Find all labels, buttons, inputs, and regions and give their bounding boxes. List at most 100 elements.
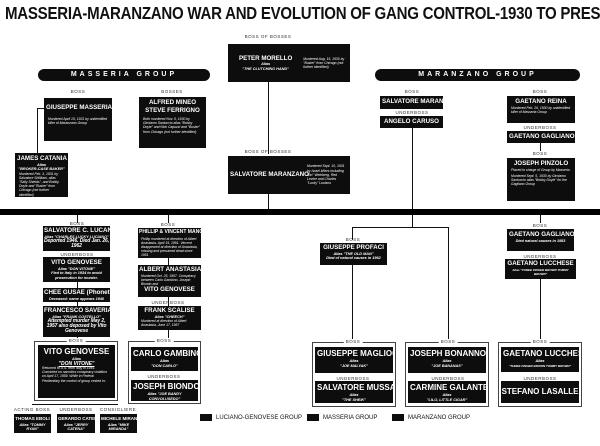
legend-label: MARANZANO GROUP (408, 414, 471, 421)
connector-line (412, 215, 413, 227)
name: CARMINE GALANTE (410, 383, 486, 392)
connector-line (37, 108, 38, 153)
note: Returned to U.S. from Italy in 1945. Con… (42, 366, 107, 383)
note: Murdered Feb. 3, 1931 by Salvatore Shill… (19, 171, 59, 197)
alias: "DON CARLO" (151, 363, 178, 368)
rank-label: UNDERBOSS (59, 407, 93, 412)
name: JOSEPH BONANNO (410, 349, 486, 358)
name: FRANCESCO SAVERIA (44, 307, 110, 314)
note: Died of natural causes in 1962 (326, 256, 381, 260)
alias: "DON VITONE" (58, 360, 95, 367)
alias-label: Alias (71, 357, 82, 361)
alias: Alias "THE OLD MAN" (333, 251, 374, 256)
name: JOSEPH PINZOLO (513, 160, 569, 167)
name: GIUSEPPE MASSERIA (46, 104, 112, 111)
name: JAMES CATANIA (17, 155, 67, 162)
alias-label: Alias (349, 359, 359, 363)
legend-label: MASSERIA GROUP (323, 414, 378, 421)
name: MICHELE MIRANDA (101, 416, 137, 421)
box-salvatore-maranzano: SALVATORE MARANZANO (380, 96, 443, 109)
note: Murdered at direction of Albert Anastasi… (141, 319, 187, 328)
rank-label: BOSS (154, 338, 174, 343)
alias-label: Alias (159, 359, 170, 363)
name: SALVATORE MARANZANO (230, 171, 309, 179)
name: STEVE FERRIGNO (145, 106, 200, 114)
note: Fled to Italy in 1934 to avoid prosecuti… (51, 271, 102, 280)
alias-label: Alias (442, 393, 452, 397)
name: VITO GENOVESE (43, 347, 110, 356)
alias: Alias "CHEECH" (154, 314, 185, 319)
note: Died natural causes in 1953 (515, 238, 566, 243)
rank-label: UNDERBOSS (151, 300, 185, 305)
name: JOSEPH BIONDO (133, 382, 198, 391)
box-phillip-vincent-mangano: PHILLIP & VINCENT MANGANOPhillip murdere… (138, 228, 201, 258)
rank-label: BOSS (404, 89, 420, 94)
connector-line (268, 82, 269, 154)
box-giuseppe-magliocco: GIUSEPPE MAGLIOCCOAlias"JOE MALYAK" (315, 347, 393, 373)
note: Murdered Feb. 26, 1930 by unidentified k… (511, 105, 571, 114)
legend-item: MASSERIA GROUP (307, 414, 377, 421)
name: SALVATORE C. LUCANIA (44, 227, 110, 234)
rank-label: CONSIGLIERE (99, 407, 137, 412)
name: VITO GENOVESE (144, 286, 195, 294)
alias: Alias "THREE FINGER BROWN TOMMY BROWN" (512, 267, 569, 277)
rank-label: UNDERBOSS (431, 376, 465, 381)
alias: Alias "TOMMY RYAN" (19, 422, 46, 432)
note: Murdered April 15, 1931 by unidentified … (48, 116, 108, 125)
name: STEFANO LASALLE (501, 387, 579, 396)
box-chee-gusae: CHEE GUSAE (Phonetic)Deceased: name appe… (43, 288, 110, 302)
chart-title: MASSERIA-MARANZANO WAR AND EVOLUTION OF … (5, 3, 600, 23)
rank-label: UNDERBOSS (147, 374, 181, 379)
connector-line (352, 227, 353, 240)
connector-line (168, 215, 169, 223)
rank-label: BOSS (532, 89, 548, 94)
note: Murdered Sept. 5, 1930 by Girolamo Santu… (511, 173, 567, 187)
note: Deceased: name appears 1940 (48, 296, 105, 301)
rank-label: BOSS (345, 237, 361, 242)
name: PHILLIP & VINCENT MANGANO (139, 229, 201, 235)
alias: "THREE FINGER BROWN TOMMY BROWN" (508, 363, 572, 368)
connector-line (540, 143, 541, 151)
alias: Alias "FRANK COSTELLO" (52, 314, 101, 319)
rank-label: UNDERBOSS (336, 376, 370, 381)
box-stefano-lasalle: STEFANO LASALLE (501, 381, 579, 403)
rank-label: BOSS (66, 338, 86, 343)
connector-line (168, 258, 169, 340)
box-salvatore-mussachio: SALVATORE MUSSACHIOAlias"THE SHEIK" (315, 381, 393, 403)
note: Phillip murdered at direction of Albert … (141, 236, 198, 258)
alias-label: Alias (36, 162, 47, 167)
alias: Alias "JOE BANDY CONVOLUSEDO" (147, 392, 182, 401)
rank-label: UNDERBOSS (523, 376, 557, 381)
name: GIUSEPPE PROFACI (323, 244, 384, 251)
name: FRANK SCALISE (144, 307, 195, 314)
name: GAETANO REINA (515, 98, 567, 105)
alias: "LILO, LITTLE CIGAR" (426, 397, 468, 402)
rank-label: BOSS (438, 339, 458, 344)
name: GAETANO GAGLIANO (509, 133, 575, 140)
rank-label: UNDERBOSS (395, 110, 429, 115)
name: GIUSEPPE MAGLIOCCO (317, 349, 393, 358)
alias: Alias "JERRY CATENA" (63, 422, 89, 432)
note: Deported 1946. Died Jan. 26, 1962 (44, 238, 110, 250)
note: Murdered Aug. 15, 1930 by "Buster" from … (303, 56, 345, 70)
connector-line (352, 265, 353, 341)
alias-label: Alias (261, 62, 271, 67)
legend-item: MARANZANO GROUP (392, 414, 470, 421)
connector-line (412, 128, 413, 209)
alias: Alias "DON VITONE" (57, 266, 96, 271)
connector-line (540, 279, 541, 341)
